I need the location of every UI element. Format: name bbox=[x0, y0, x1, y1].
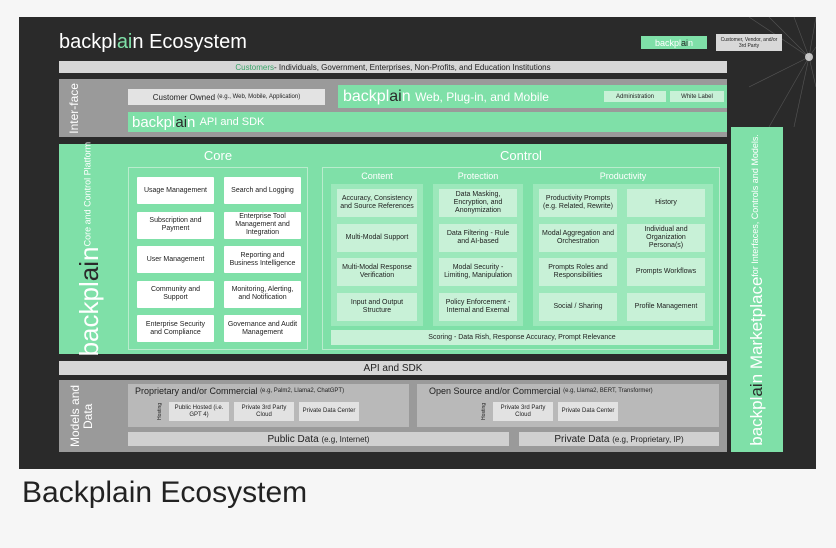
open-source-hosting-options: Private 3rd Party Cloud Private Data Cent… bbox=[493, 402, 633, 421]
protection-item: Data Masking, Encryption, and Anonymizat… bbox=[439, 189, 517, 217]
diagram-title: backplain Ecosystem bbox=[59, 31, 247, 53]
productivity-item: Prompts Roles and Responsibilities bbox=[539, 258, 617, 286]
productivity-item: Individual and Organization Persona(s) bbox=[627, 223, 705, 252]
proprietary-title: Proprietary and/or Commercial (e.g, Palm… bbox=[135, 385, 345, 396]
light-rays-decoration bbox=[749, 17, 816, 127]
private-data-bar: Private Data (e.g, Proprietary, IP) bbox=[519, 432, 719, 446]
productivity-grid: Productivity Prompts (e.g. Related, Rewr… bbox=[539, 189, 707, 321]
productivity-item: Prompts Workflows bbox=[627, 258, 705, 286]
white-label-box: White Label bbox=[670, 91, 724, 102]
productivity-title: Productivity bbox=[599, 171, 647, 181]
productivity-item: Productivity Prompts (e.g. Related, Rewr… bbox=[539, 189, 617, 217]
platform-side-label: backplain Core and Control Platform bbox=[73, 141, 104, 357]
productivity-item: History bbox=[627, 189, 705, 217]
web-plugin-mobile-bar bbox=[338, 85, 727, 108]
productivity-item: Social / Sharing bbox=[539, 292, 617, 321]
content-item: Input and Output Structure bbox=[337, 292, 417, 321]
interface-label: Inter-face bbox=[66, 82, 81, 134]
hosting-option: Private 3rd Party Cloud bbox=[234, 402, 294, 421]
public-data-bar: Public Data (e.g, Internet) bbox=[128, 432, 509, 446]
control-title: Control bbox=[500, 147, 542, 163]
marketplace-label: backplain Marketplace for Interfaces, Co… bbox=[747, 133, 766, 446]
core-item: Governance and Audit Management bbox=[224, 315, 301, 342]
administration-box: Administration bbox=[604, 91, 666, 102]
core-item: Reporting and Business Intelligence bbox=[224, 246, 301, 273]
proprietary-hosting-options: Public Hosted (i.e. GPT 4) Private 3rd Pa… bbox=[169, 402, 399, 421]
hosting-option: Private Data Center bbox=[558, 402, 618, 421]
customer-owned-box: Customer Owned (e.g., Web, Mobile, Appli… bbox=[128, 89, 325, 105]
core-title: Core bbox=[203, 147, 233, 163]
hosting-option: Public Hosted (i.e. GPT 4) bbox=[169, 402, 229, 421]
api-sdk-bar: API and SDK bbox=[59, 361, 727, 375]
content-item: Accuracy, Consistency and Source Referen… bbox=[337, 189, 417, 217]
open-source-title: Open Source and/or Commercial (e.g, Llam… bbox=[429, 385, 653, 396]
content-item: Multi-Modal Response Verification bbox=[337, 258, 417, 286]
core-item: Enterprise Tool Management and Integrati… bbox=[224, 211, 301, 239]
core-item: User Management bbox=[137, 246, 214, 273]
core-group bbox=[128, 167, 308, 350]
core-item: Community and Support bbox=[137, 280, 214, 308]
customers-bar: Customers - Individuals, Government, Ent… bbox=[59, 61, 727, 73]
marketplace-column bbox=[731, 127, 783, 452]
hosting-label: Hosting bbox=[157, 402, 163, 420]
protection-item: Modal Security - Limiting, Manipulation bbox=[439, 258, 517, 286]
core-item: Usage Management bbox=[137, 177, 214, 204]
scoring-bar: Scoring - Data Rish, Response Accuracy, … bbox=[331, 330, 713, 345]
core-item: Subscription and Payment bbox=[137, 211, 214, 239]
models-data-label: Models and Data bbox=[68, 384, 95, 448]
hosting-option: Private 3rd Party Cloud bbox=[493, 402, 553, 421]
control-group bbox=[322, 167, 720, 350]
legend-third-party-swatch: Customer, Vendor, and/or 3rd Party bbox=[716, 34, 782, 51]
content-item: Multi-Modal Support bbox=[337, 223, 417, 252]
protection-item: Policy Enforcement - Internal and Exerna… bbox=[439, 292, 517, 321]
protection-column: Data Masking, Encryption, and Anonymizat… bbox=[439, 189, 517, 321]
core-item: Monitoring, Alerting, and Notification bbox=[224, 280, 301, 308]
core-item: Enterprise Security and Compliance bbox=[137, 315, 214, 342]
content-title: Content bbox=[361, 171, 393, 181]
protection-title: Protection bbox=[457, 171, 499, 181]
figure-caption: Backplain Ecosystem bbox=[22, 476, 308, 509]
content-column: Accuracy, Consistency and Source Referen… bbox=[337, 189, 417, 321]
hosting-label-2: Hosting bbox=[481, 402, 487, 420]
api-sdk-interface-bar bbox=[128, 112, 727, 132]
productivity-item: Modal Aggregation and Orchestration bbox=[539, 223, 617, 252]
protection-item: Data Filtering - Rule and AI-based bbox=[439, 223, 517, 252]
productivity-item: Profile Management bbox=[627, 292, 705, 321]
hosting-option: Private Data Center bbox=[299, 402, 359, 421]
core-item: Search and Logging bbox=[224, 177, 301, 204]
